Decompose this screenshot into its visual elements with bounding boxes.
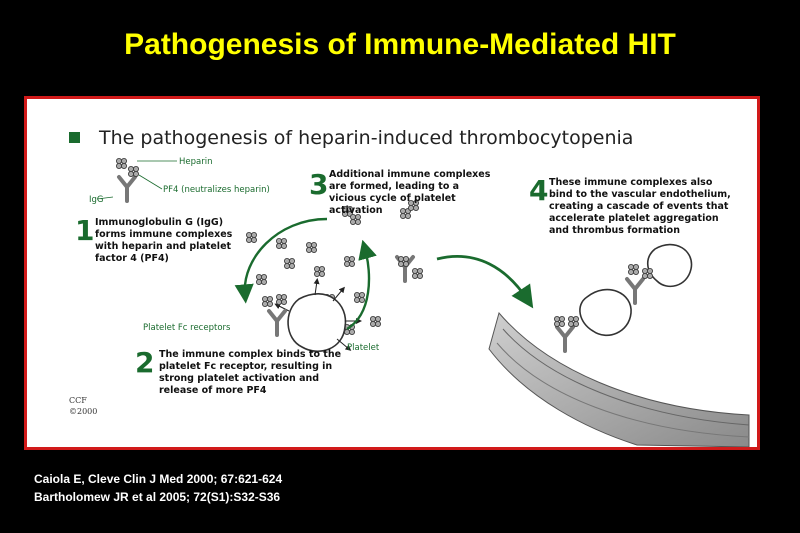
step-3-text: Additional immune complexes are formed, … <box>329 169 491 216</box>
step-1-text: Immunoglobulin G (IgG) forms immune comp… <box>95 217 233 264</box>
endothelial-platelets-icon <box>554 243 693 353</box>
citation-2: Bartholomew JR et al 2005; 72(S1):S32-S3… <box>34 490 281 504</box>
credit-org: CCF <box>69 396 87 405</box>
slide-title: Pathogenesis of Immune-Mediated HIT <box>124 28 676 61</box>
citations: Caiola E, Cleve Clin J Med 2000; 67:621-… <box>34 470 282 506</box>
heading-bullet <box>69 132 80 143</box>
figure-panel: The pathogenesis of heparin-induced thro… <box>24 96 760 450</box>
vessel-wall-icon <box>488 311 750 447</box>
step-4-text: These immune complexes also bind to the … <box>549 177 731 236</box>
figure-credit: CCF ©2000 <box>69 395 97 417</box>
cycle-arrow-right <box>346 239 377 331</box>
figure-heading: The pathogenesis of heparin-induced thro… <box>99 127 634 149</box>
pathogenesis-illustration <box>96 157 750 447</box>
step-4-number: 4 <box>529 174 549 207</box>
citation-1: Caiola E, Cleve Clin J Med 2000; 67:621-… <box>34 472 283 486</box>
step-1-number: 1 <box>75 214 95 247</box>
cycle-arrow-left <box>234 217 328 304</box>
progression-arrow <box>436 255 534 309</box>
step-2-text: The immune complex binds to the platelet… <box>159 349 342 396</box>
step-3-number: 3 <box>309 168 329 201</box>
platelet-icon <box>261 278 362 352</box>
igg-complex-icon <box>96 157 177 203</box>
label-pf4: PF4 (neutralizes heparin) <box>163 185 270 195</box>
label-fc-receptors: Platelet Fc receptors <box>143 323 231 333</box>
step-2-number: 2 <box>135 346 155 379</box>
label-platelet: Platelet <box>347 343 380 353</box>
label-heparin: Heparin <box>179 157 213 167</box>
label-igg: IgG <box>89 195 104 205</box>
credit-year: ©2000 <box>69 407 98 416</box>
